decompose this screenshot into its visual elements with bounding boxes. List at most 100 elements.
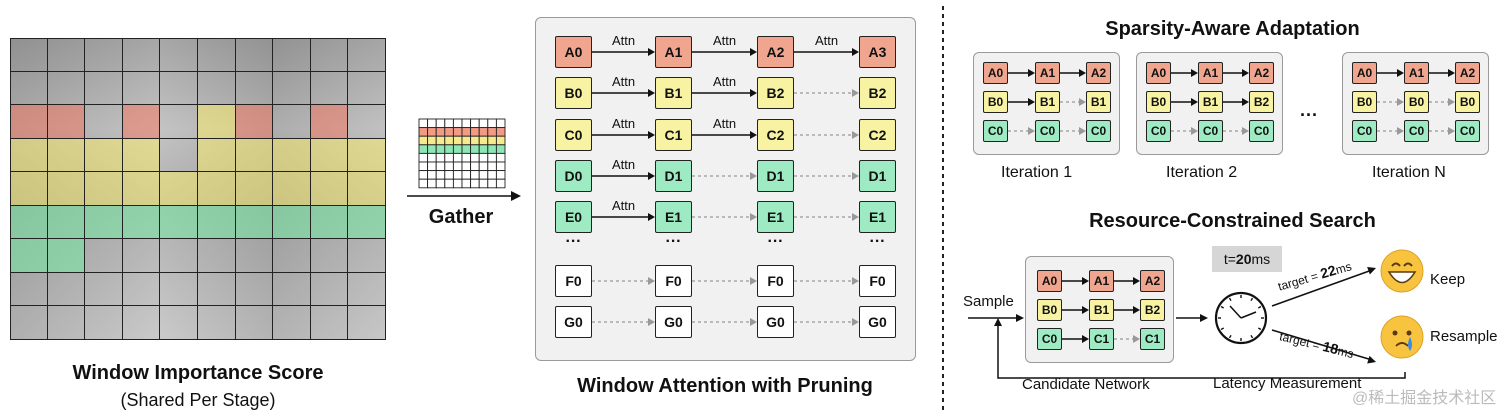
- mini-grid-cell: [495, 170, 506, 180]
- mini-grid-cell: [487, 170, 497, 180]
- mini-grid-cell: [478, 118, 489, 129]
- keep-branch-arrow: [1271, 269, 1373, 307]
- keep-emoji-icon-face: [1380, 249, 1424, 293]
- iteration-arrows: [1171, 69, 1249, 135]
- sample-label: Sample: [963, 293, 1014, 310]
- window-block: D1: [859, 160, 896, 192]
- resample-loop-head: [994, 318, 1002, 326]
- arrow-head: [1028, 69, 1035, 77]
- mini-grid-cell: [470, 178, 480, 189]
- mini-grid-cell: [495, 127, 506, 137]
- importance-cell: [273, 272, 311, 307]
- mini-grid-cell: [452, 144, 463, 154]
- window-block: A1: [1089, 270, 1114, 292]
- importance-cell: [198, 272, 236, 307]
- arrow-head: [1191, 98, 1198, 106]
- window-block: G0: [859, 306, 896, 338]
- importance-cell: [160, 205, 198, 240]
- window-block: B0: [555, 77, 592, 109]
- arrow-head: [750, 213, 757, 221]
- importance-cell: [235, 105, 274, 139]
- window-block: B2: [859, 77, 896, 109]
- arrow-head: [648, 277, 655, 285]
- resample-emoji-icon: [1380, 315, 1424, 359]
- mini-grid-cell: [495, 152, 506, 163]
- watermark: @稀土掘金技术社区: [1352, 390, 1497, 407]
- mini-grid-cell: [452, 127, 463, 137]
- window-block: A1: [1198, 62, 1223, 84]
- arrow-head: [1082, 335, 1089, 343]
- mini-grid-cell: [444, 152, 454, 163]
- window-block: B1: [1035, 91, 1060, 113]
- attn-label: Attn: [815, 33, 838, 48]
- mini-grid-cell: [452, 135, 463, 146]
- mini-grid-cell: [495, 161, 506, 172]
- mini-grid-cell: [435, 118, 446, 129]
- importance-cell: [122, 138, 161, 173]
- arrow-head: [1133, 277, 1140, 285]
- importance-cell: [273, 239, 311, 273]
- importance-cell: [273, 71, 311, 106]
- window-block: B1: [655, 77, 692, 109]
- window-block: E1: [859, 201, 896, 233]
- mini-grid-cell: [418, 178, 429, 189]
- arrow-head: [648, 89, 655, 97]
- window-block: E1: [757, 201, 794, 233]
- resample-emoji-icon-eye: [1392, 330, 1398, 336]
- iteration-label: Iteration 1: [1001, 164, 1073, 181]
- gather-label: Gather: [428, 206, 494, 228]
- importance-cell: [198, 306, 236, 340]
- importance-cell: [122, 205, 161, 240]
- mini-grid-cell: [452, 152, 463, 163]
- arrow-head: [750, 318, 757, 326]
- mini-grid-cell: [427, 144, 437, 154]
- importance-grid: [10, 38, 386, 340]
- mini-grid-cell: [478, 144, 489, 154]
- arrow-head: [1397, 69, 1404, 77]
- importance-cell: [85, 105, 123, 139]
- importance-cell: [160, 239, 198, 273]
- mini-grid-cell: [444, 127, 454, 137]
- importance-cell: [47, 38, 86, 72]
- importance-cell: [235, 306, 274, 340]
- importance-cell: [47, 172, 86, 206]
- mini-grid-cell: [418, 152, 429, 163]
- arrow-head: [852, 89, 859, 97]
- importance-cell: [235, 172, 274, 206]
- window-block: A2: [1086, 62, 1111, 84]
- importance-cell: [273, 306, 311, 340]
- mini-grid-cell: [427, 135, 437, 146]
- window-block: G0: [655, 306, 692, 338]
- importance-cell: [47, 71, 86, 106]
- clock-tick: [1250, 334, 1254, 339]
- window-block: A0: [1352, 62, 1377, 84]
- window-block: A1: [1035, 62, 1060, 84]
- search-diagram: [968, 249, 1424, 379]
- window-block: A0: [1037, 270, 1062, 292]
- mini-grid-cell: [418, 144, 429, 154]
- importance-cell: [10, 306, 48, 340]
- arrow-head: [1133, 335, 1140, 343]
- mini-grid-cell: [427, 170, 437, 180]
- arrow-head: [648, 131, 655, 139]
- importance-cell: [47, 272, 86, 307]
- arrow-head: [1191, 127, 1198, 135]
- resample-branch-head: [1367, 355, 1376, 364]
- mini-grid-cell: [427, 161, 437, 172]
- window-block: C0: [1404, 120, 1429, 142]
- resample-branch-arrow: [1271, 329, 1373, 361]
- resample-label: Resample: [1430, 328, 1498, 345]
- arrow-head: [648, 213, 655, 221]
- iteration-arrows: [1377, 69, 1455, 135]
- importance-cell: [273, 172, 311, 206]
- importance-cell: [10, 105, 48, 139]
- importance-cell: [85, 71, 123, 106]
- sparsity-title: Sparsity-Aware Adaptation: [1105, 18, 1360, 40]
- importance-cell: [273, 138, 311, 173]
- mini-grid-cell: [487, 135, 497, 146]
- mini-grid-cell: [487, 127, 497, 137]
- mini-grid-cell: [418, 127, 429, 137]
- window-block: B1: [1086, 91, 1111, 113]
- importance-cell: [310, 272, 349, 307]
